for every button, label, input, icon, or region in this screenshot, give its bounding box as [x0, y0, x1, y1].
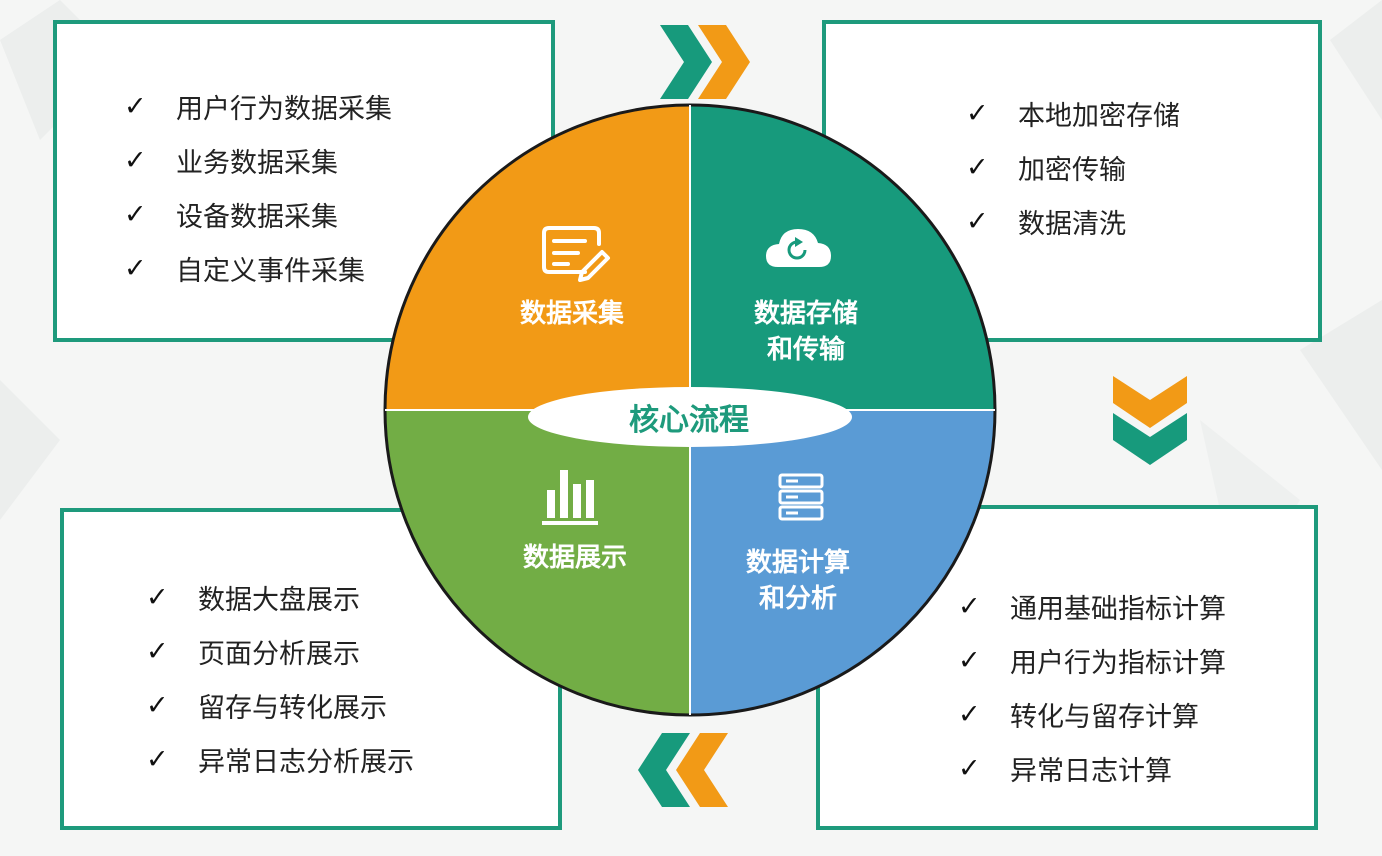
check-icon: ✓: [124, 90, 147, 122]
quadrant-label-collect: 数据采集: [519, 299, 624, 329]
arrow-right-icon: [660, 25, 750, 99]
check-icon: ✓: [966, 97, 989, 129]
check-icon: ✓: [966, 151, 989, 183]
list-item: ✓留存与转化展示: [146, 689, 387, 724]
list-item: ✓自定义事件采集: [124, 252, 365, 287]
check-icon: ✓: [958, 752, 981, 784]
check-icon: ✓: [124, 198, 147, 230]
compute-list: ✓通用基础指标计算 ✓用户行为指标计算 ✓转化与留存计算 ✓异常日志计算: [958, 579, 1226, 795]
check-icon: ✓: [146, 743, 169, 775]
display-list: ✓数据大盘展示 ✓页面分析展示 ✓留存与转化展示 ✓异常日志分析展示: [146, 570, 414, 786]
check-icon: ✓: [958, 644, 981, 676]
arrow-left-icon: [638, 733, 728, 807]
quadrant-label-compute: 数据计算 和分析: [745, 548, 850, 614]
arrow-down-icon: [1113, 376, 1187, 465]
check-icon: ✓: [146, 635, 169, 667]
list-item: ✓数据清洗: [966, 205, 1126, 240]
cloud-sync-icon: [766, 229, 831, 267]
list-item: ✓用户行为指标计算: [958, 644, 1226, 679]
center-ellipse: [528, 387, 852, 447]
check-icon: ✓: [958, 698, 981, 730]
center-label: 核心流程: [629, 403, 749, 438]
collection-list: ✓用户行为数据采集 ✓业务数据采集 ✓设备数据采集 ✓自定义事件采集: [124, 79, 392, 295]
quadrant-collect: [385, 105, 690, 410]
list-item: ✓设备数据采集: [124, 198, 338, 233]
quadrant-label-display: 数据展示: [522, 543, 627, 573]
bar-chart-icon: [542, 470, 598, 525]
list-item: ✓异常日志计算: [958, 752, 1172, 787]
quadrant-display: [385, 410, 690, 715]
list-item: ✓异常日志分析展示: [146, 743, 414, 778]
check-icon: ✓: [124, 252, 147, 284]
list-item: ✓转化与留存计算: [958, 698, 1199, 733]
list-item: ✓本地加密存储: [966, 97, 1180, 132]
quadrant-storage: [690, 105, 995, 410]
list-item: ✓数据大盘展示: [146, 581, 360, 616]
list-item: ✓加密传输: [966, 151, 1126, 186]
storage-list: ✓本地加密存储 ✓加密传输 ✓数据清洗: [966, 86, 1180, 248]
quadrant-label-storage: 数据存储 和传输: [753, 299, 858, 365]
check-icon: ✓: [124, 144, 147, 176]
list-item: ✓通用基础指标计算: [958, 590, 1226, 625]
server-icon: [778, 473, 824, 521]
list-item: ✓业务数据采集: [124, 144, 338, 179]
check-icon: ✓: [146, 689, 169, 721]
edit-note-icon: [542, 226, 610, 282]
check-icon: ✓: [958, 590, 981, 622]
quadrant-compute: [690, 410, 995, 715]
list-item: ✓页面分析展示: [146, 635, 360, 670]
check-icon: ✓: [966, 205, 989, 237]
list-item: ✓用户行为数据采集: [124, 90, 392, 125]
check-icon: ✓: [146, 581, 169, 613]
